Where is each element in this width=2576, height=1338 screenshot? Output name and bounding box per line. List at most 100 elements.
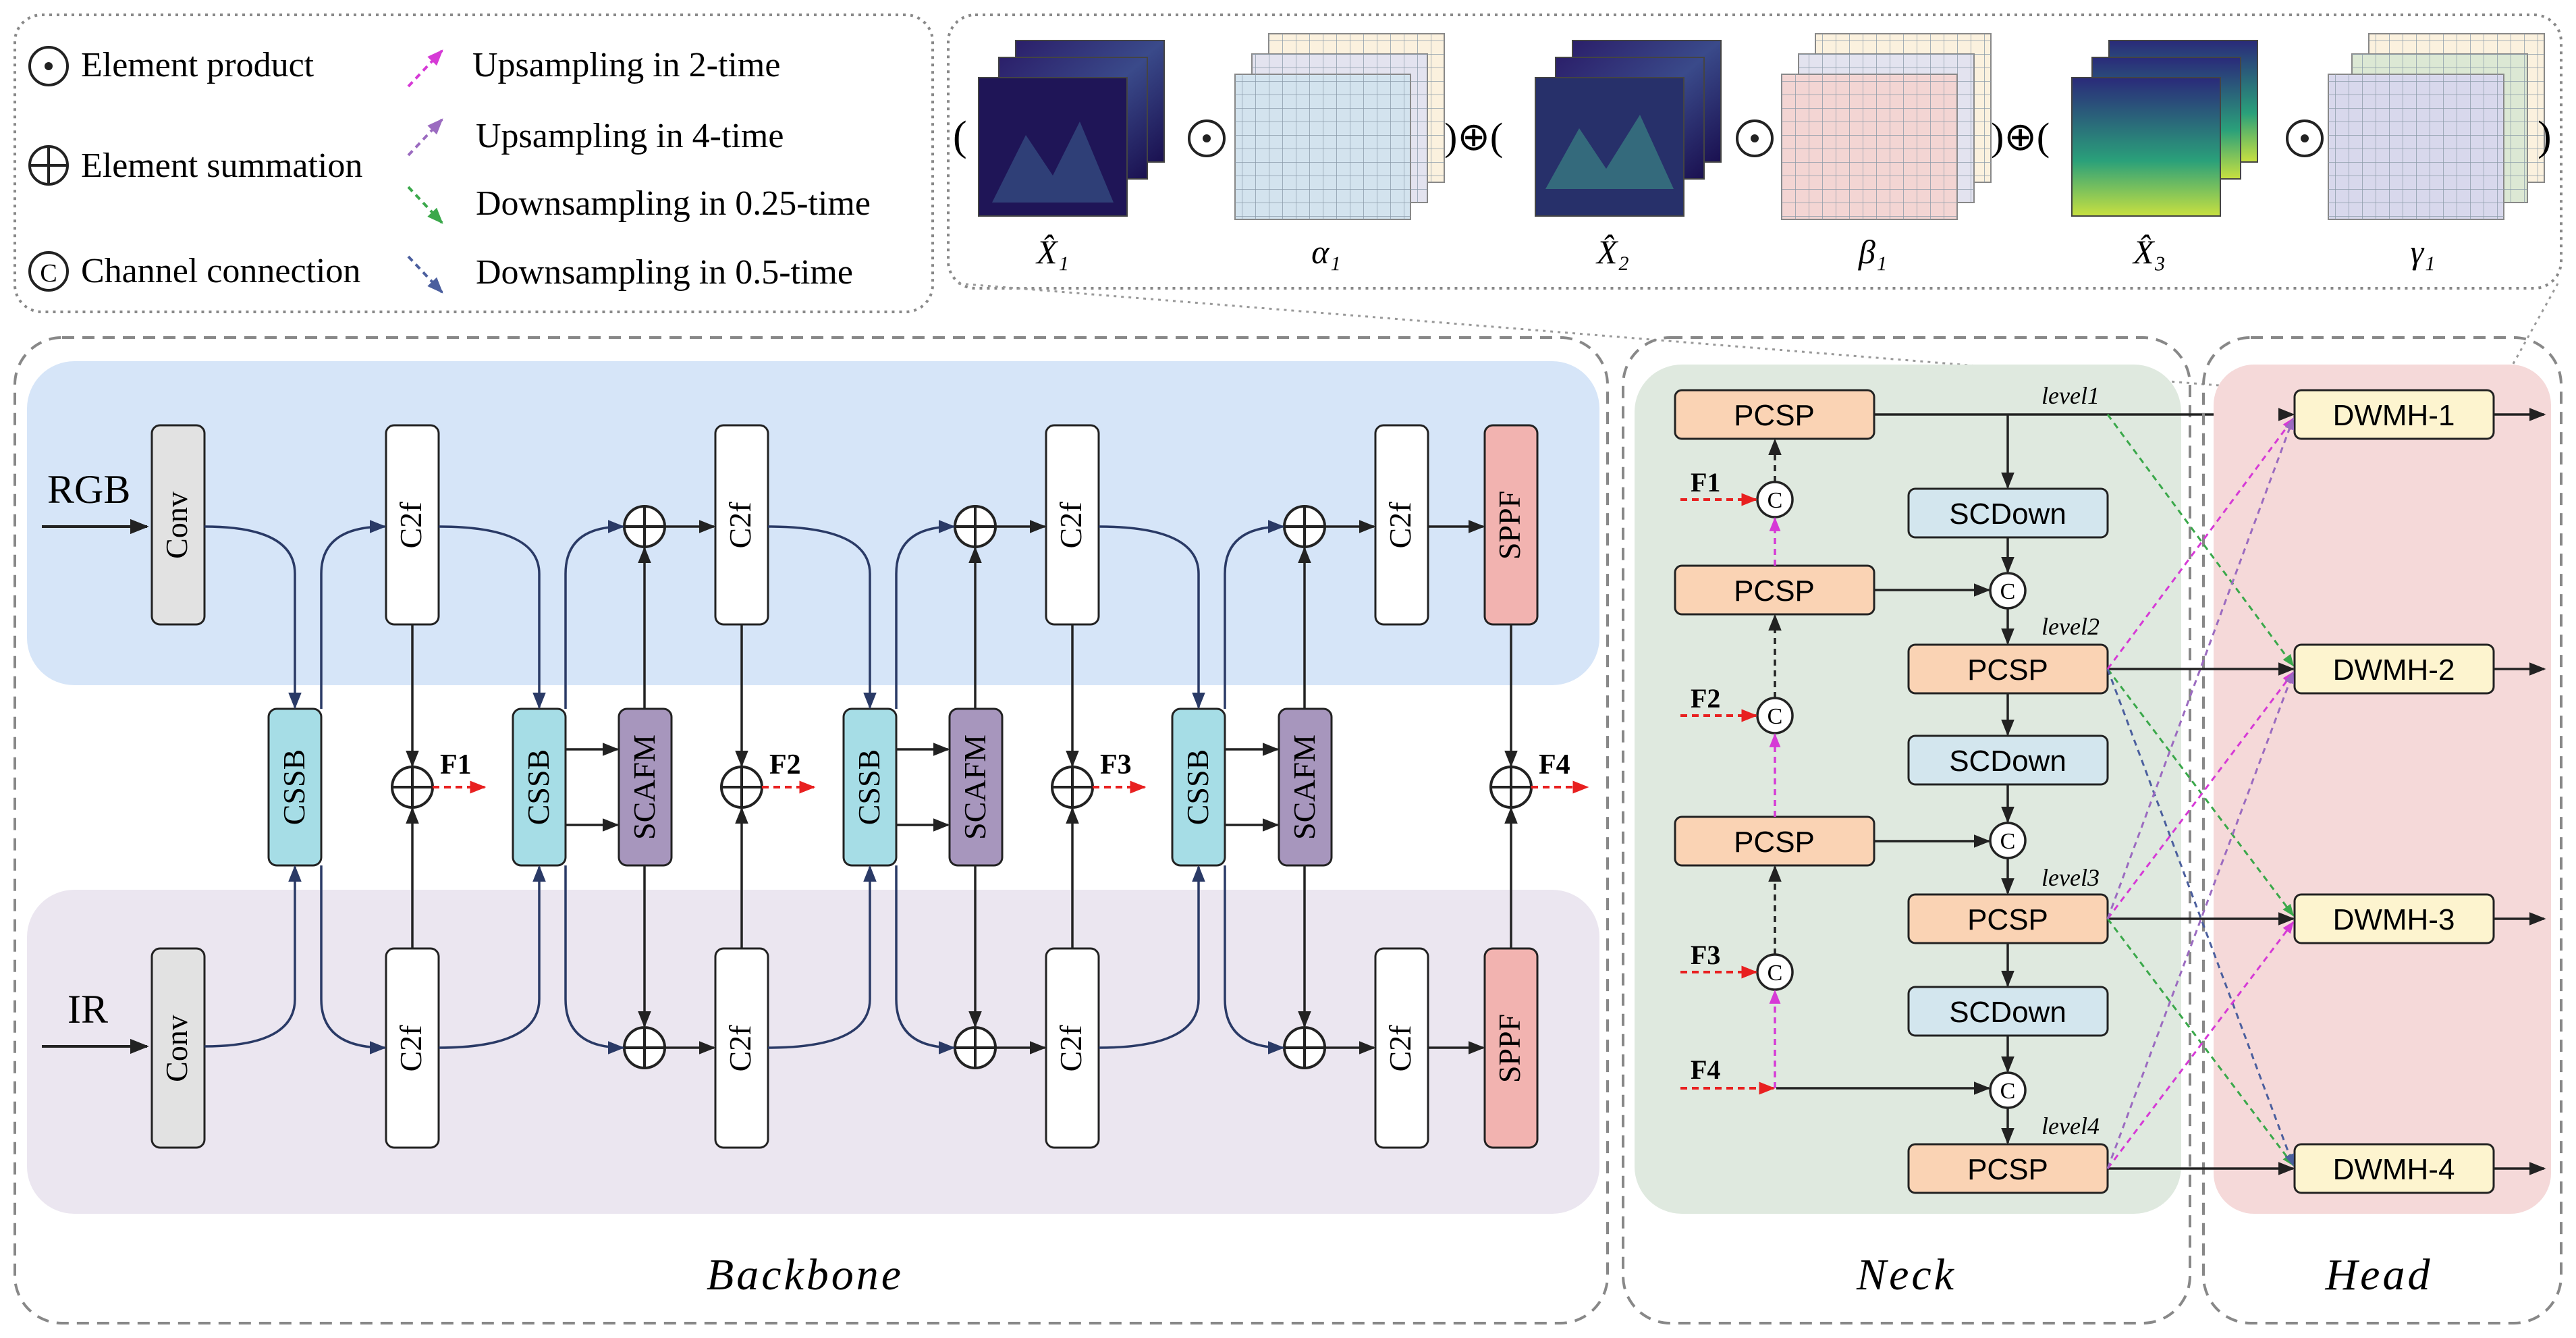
neck-f2-label: F2 — [1691, 683, 1720, 714]
neck-f3-label: F3 — [1691, 940, 1720, 970]
sum-f4 — [1489, 766, 1533, 809]
element-summation-icon — [28, 145, 69, 186]
svg-text:): ) — [2538, 113, 2552, 159]
svg-text:C2f: C2f — [1383, 502, 1417, 549]
svg-text:DWMH-4: DWMH-4 — [2333, 1153, 2455, 1186]
backbone-title: Backbone — [707, 1250, 904, 1300]
label-alpha1: α₁ — [1311, 233, 1341, 271]
svg-text:CSSB: CSSB — [521, 749, 555, 826]
svg-text:Conv: Conv — [159, 1015, 194, 1082]
head-title: Head — [2325, 1250, 2433, 1300]
backbone-section: Backbone RGB IR Conv Conv C2f C2f C2f C2… — [13, 336, 1609, 1324]
svg-text:C: C — [1767, 961, 1783, 986]
legend-upsampling-4: Upsampling in 4-time — [476, 117, 784, 155]
sum-f2 — [720, 766, 763, 809]
sum-ir-2 — [623, 1026, 666, 1069]
label-x2: X̂₂ — [1595, 233, 1629, 271]
neck-border — [1622, 336, 2191, 1324]
legend: Element product Element summation C Chan… — [13, 14, 934, 313]
neck-title: Neck — [1856, 1250, 1956, 1300]
downsample-025-arrow-icon — [407, 186, 443, 224]
svg-text:DWMH-3: DWMH-3 — [2333, 903, 2455, 936]
conv-rgb — [150, 424, 206, 626]
dwmh-2: DWMH-2 — [2293, 643, 2495, 695]
scdown-2: SCDown — [1907, 734, 2109, 786]
sum-rgb-3 — [954, 505, 997, 548]
c2f-ir-4: C2f — [1374, 947, 1429, 1149]
svg-text:C2f: C2f — [723, 1025, 757, 1072]
neck-f1-label: F1 — [1691, 467, 1720, 498]
svg-text:(: ( — [953, 113, 967, 159]
svg-text:PCSP: PCSP — [1734, 574, 1815, 608]
svg-text:C2f: C2f — [393, 502, 428, 549]
c2f-ir-2: C2f — [714, 947, 769, 1149]
rgb-label: RGB — [47, 467, 130, 512]
formula-border — [947, 14, 2563, 290]
c2f-ir-3: C2f — [1045, 947, 1100, 1149]
svg-text:C: C — [1767, 488, 1783, 513]
legend-downsampling-025: Downsampling in 0.25-time — [476, 184, 871, 223]
label-x1: X̂₁ — [1035, 233, 1069, 271]
svg-text:C2f: C2f — [1053, 502, 1088, 549]
backbone-connections — [204, 520, 1285, 1054]
product-icon-1 — [1188, 119, 1226, 157]
conv-ir — [150, 947, 206, 1149]
f4-label: F4 — [1539, 749, 1570, 780]
legend-element-summation: Element summation — [81, 146, 362, 185]
svg-text:Conv: Conv — [159, 491, 194, 559]
upsample-2-arrow-icon — [407, 49, 443, 88]
label-gamma1: γ₁ — [2410, 233, 2435, 271]
svg-text:CSSB: CSSB — [852, 749, 886, 826]
legend-downsampling-05: Downsampling in 0.5-time — [476, 253, 853, 292]
scafm-3: SCAFM — [1278, 707, 1333, 867]
ir-band — [27, 890, 1599, 1214]
c2f-rgb-2: C2f — [714, 424, 769, 626]
channel-connection-icon: C — [28, 251, 69, 292]
cross-scale-connections — [2106, 414, 2295, 1169]
svg-text:C2f: C2f — [723, 502, 757, 549]
head-bg — [2214, 365, 2551, 1214]
head-section: Head DWMH-1 DWMH-2 DWMH-3 DWMH-4 — [2108, 336, 2563, 1324]
svg-text:DWMH-2: DWMH-2 — [2333, 653, 2455, 687]
svg-text:SCDown: SCDown — [1949, 996, 2066, 1029]
sum-ir-4 — [1283, 1026, 1326, 1069]
legend-border — [13, 14, 934, 313]
neck-f4-label: F4 — [1691, 1054, 1720, 1085]
product-icon-2 — [1736, 119, 1774, 157]
svg-text:PCSP: PCSP — [1967, 1153, 2048, 1186]
svg-text:SPPF: SPPF — [1492, 1014, 1527, 1083]
weight-grid-beta — [1781, 33, 1992, 220]
svg-text:SCDown: SCDown — [1949, 745, 2066, 778]
label-x3: X̂₃ — [2132, 233, 2166, 271]
svg-text:SPPF: SPPF — [1492, 491, 1527, 560]
svg-text:C: C — [2000, 579, 2016, 604]
svg-text:DWMH-1: DWMH-1 — [2333, 399, 2455, 432]
sppf-ir: SPPF — [1483, 947, 1539, 1149]
sum-f1 — [391, 766, 434, 809]
sum-ir-3 — [954, 1026, 997, 1069]
pcsp-left-3: PCSP — [1674, 815, 1875, 867]
pcsp-level4: PCSP — [1907, 1143, 2109, 1194]
svg-text:PCSP: PCSP — [1734, 399, 1815, 432]
svg-text:PCSP: PCSP — [1967, 903, 2048, 936]
legend-upsampling-2: Upsampling in 2-time — [472, 46, 780, 84]
c2f-rgb-1: C2f — [385, 424, 440, 626]
fusion-formula-panel: ( X̂₁ α₁ )⊕( X̂₂ — [947, 14, 2563, 290]
c2f-ir-1: C2f — [385, 947, 440, 1149]
neck-f-inputs — [1680, 493, 1776, 1095]
cssb-2: CSSB — [512, 707, 567, 867]
svg-text:C: C — [2000, 829, 2016, 854]
product-icon-3 — [2286, 119, 2324, 157]
svg-text:SCAFM: SCAFM — [958, 734, 992, 840]
f3-label: F3 — [1100, 749, 1132, 780]
downsample-05-arrow-icon — [407, 255, 443, 294]
level2-label: level2 — [2041, 613, 2100, 640]
svg-text:C2f: C2f — [393, 1025, 428, 1072]
legend-element-product: Element product — [81, 46, 314, 84]
level1-label: level1 — [2041, 382, 2100, 409]
pcsp-level2: PCSP — [1907, 643, 2109, 695]
backbone-border — [13, 336, 1609, 1324]
sppf-rgb: SPPF — [1483, 424, 1539, 626]
scdown-3: SCDown — [1907, 986, 2109, 1037]
